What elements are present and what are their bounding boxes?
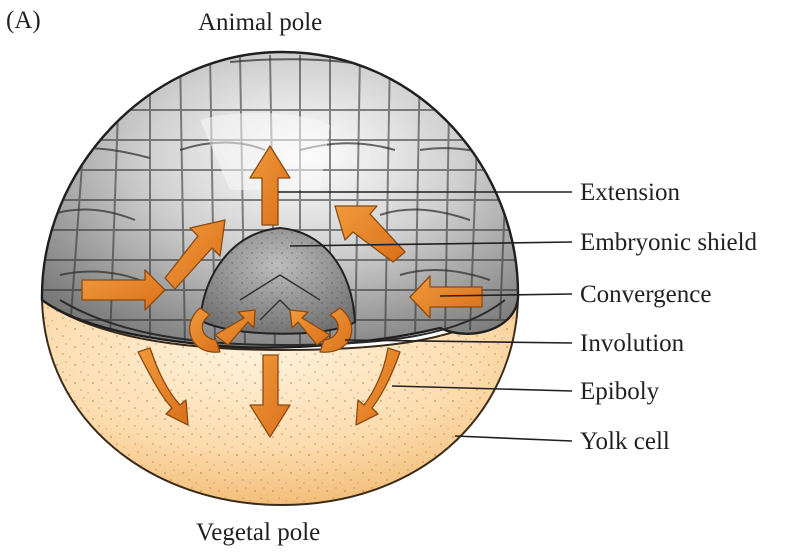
yolk-cell-leader (455, 436, 572, 441)
label-convergence: Convergence (580, 281, 711, 308)
label-yolk-cell: Yolk cell (580, 428, 670, 455)
vegetal-pole-label: Vegetal pole (196, 519, 320, 546)
label-embryonic-shield: Embryonic shield (580, 229, 758, 256)
label-extension: Extension (580, 179, 680, 206)
label-epiboly: Epiboly (580, 378, 660, 405)
label-involution: Involution (580, 330, 685, 357)
panel-label: (A) (6, 7, 41, 34)
animal-pole-label: Animal pole (198, 9, 322, 36)
